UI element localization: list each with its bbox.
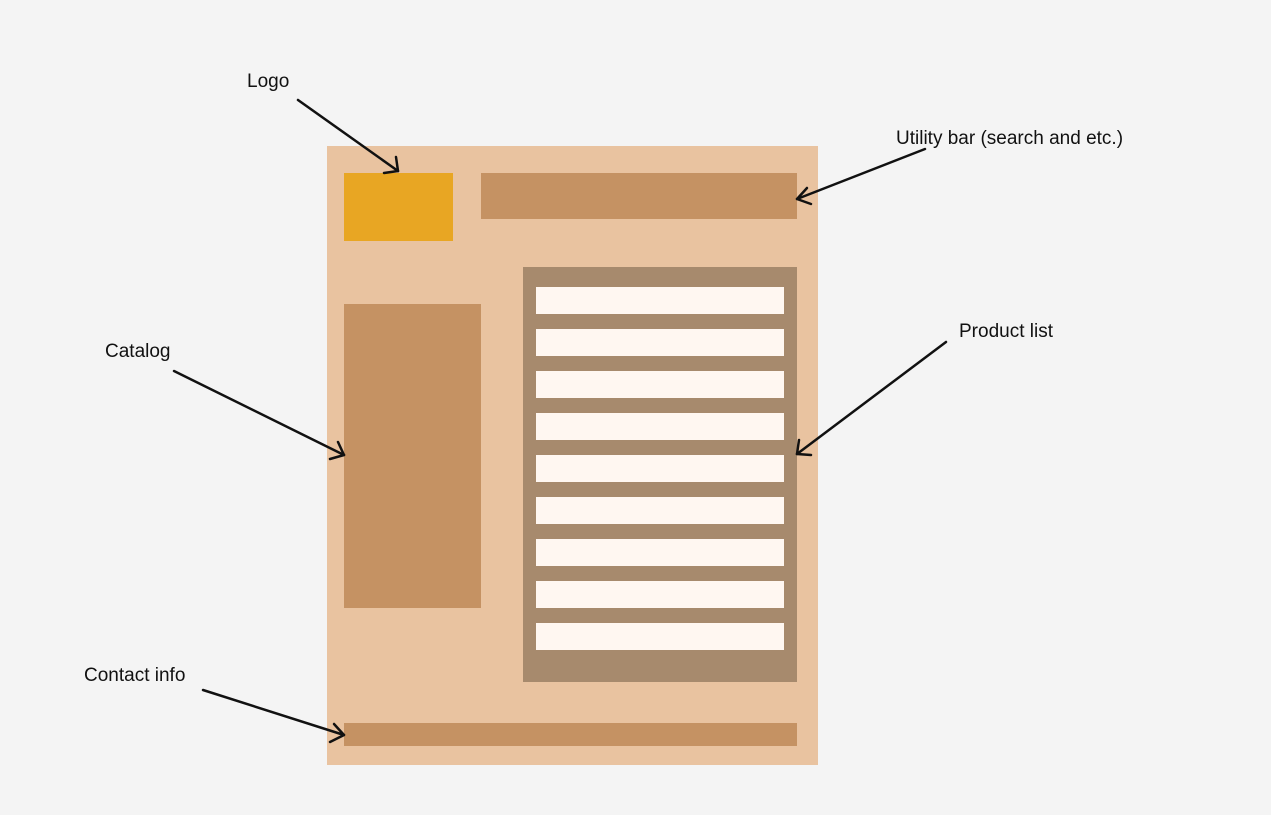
logo-placeholder <box>344 173 453 241</box>
utility-bar-placeholder <box>481 173 797 219</box>
logo-label: Logo <box>247 71 290 92</box>
product-list-item <box>536 539 784 566</box>
logo-arrow <box>296 98 400 175</box>
product-list-item <box>536 581 784 608</box>
product-list-label: Product list <box>959 321 1053 342</box>
catalog-placeholder <box>344 304 481 608</box>
product-list-item <box>536 287 784 314</box>
catalog-label: Catalog <box>105 341 171 362</box>
product-list-item <box>536 371 784 398</box>
product-list-item <box>536 497 784 524</box>
product-list-item <box>536 413 784 440</box>
product-list-item <box>536 623 784 650</box>
catalog-arrow <box>172 369 346 461</box>
product-list-item <box>536 455 784 482</box>
contact-info-placeholder <box>344 723 797 746</box>
product-list-arrow <box>795 340 948 457</box>
utility-bar-label: Utility bar (search and etc.) <box>896 128 1124 149</box>
utility-bar-arrow <box>795 147 927 206</box>
product-list-item <box>536 329 784 356</box>
contact-info-arrow <box>201 688 346 744</box>
contact-info-label: Contact info <box>84 665 186 686</box>
